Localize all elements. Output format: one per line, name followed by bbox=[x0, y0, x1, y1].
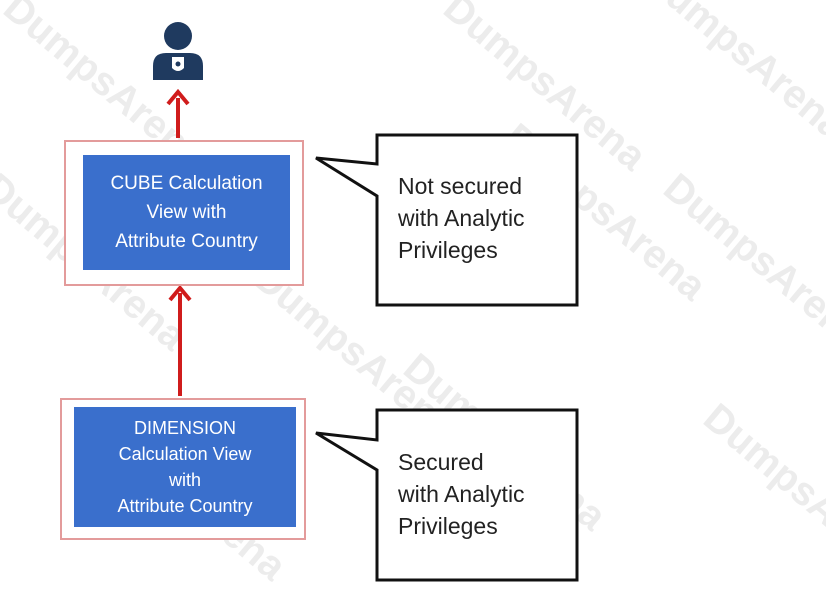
callout-bottom-text: Secured with Analytic Privileges bbox=[398, 446, 525, 542]
arrow-to-user bbox=[166, 88, 190, 138]
user-icon bbox=[153, 22, 203, 80]
dimension-view-label-line1: DIMENSION bbox=[133, 418, 236, 438]
dimension-view-label-line4: Attribute Country bbox=[117, 496, 253, 516]
callout-top-shape bbox=[315, 133, 579, 307]
callout-top-line3: Privileges bbox=[398, 237, 498, 263]
arrow-dimension-to-cube bbox=[168, 284, 192, 396]
dimension-calculation-view-node: DIMENSION Calculation View with Attribut… bbox=[74, 407, 296, 527]
callout-bottom-line2: with Analytic bbox=[398, 481, 525, 507]
cube-view-label-line2: View with bbox=[146, 202, 227, 223]
callout-top-line2: with Analytic bbox=[398, 205, 525, 231]
callout-top-text: Not secured with Analytic Privileges bbox=[398, 170, 525, 266]
cube-view-label-line3: Attribute Country bbox=[115, 231, 258, 252]
callout-bottom-line1: Secured bbox=[398, 449, 484, 475]
callout-bottom-shape bbox=[315, 408, 579, 582]
callout-bottom-line3: Privileges bbox=[398, 513, 498, 539]
callout-top-line1: Not secured bbox=[398, 173, 523, 199]
dimension-view-label-line3: with bbox=[168, 470, 201, 490]
dimension-view-label-line2: Calculation View bbox=[118, 444, 252, 464]
cube-calculation-view-node: CUBE Calculation View with Attribute Cou… bbox=[83, 155, 290, 270]
cube-view-label-line1: CUBE Calculation bbox=[110, 173, 263, 194]
